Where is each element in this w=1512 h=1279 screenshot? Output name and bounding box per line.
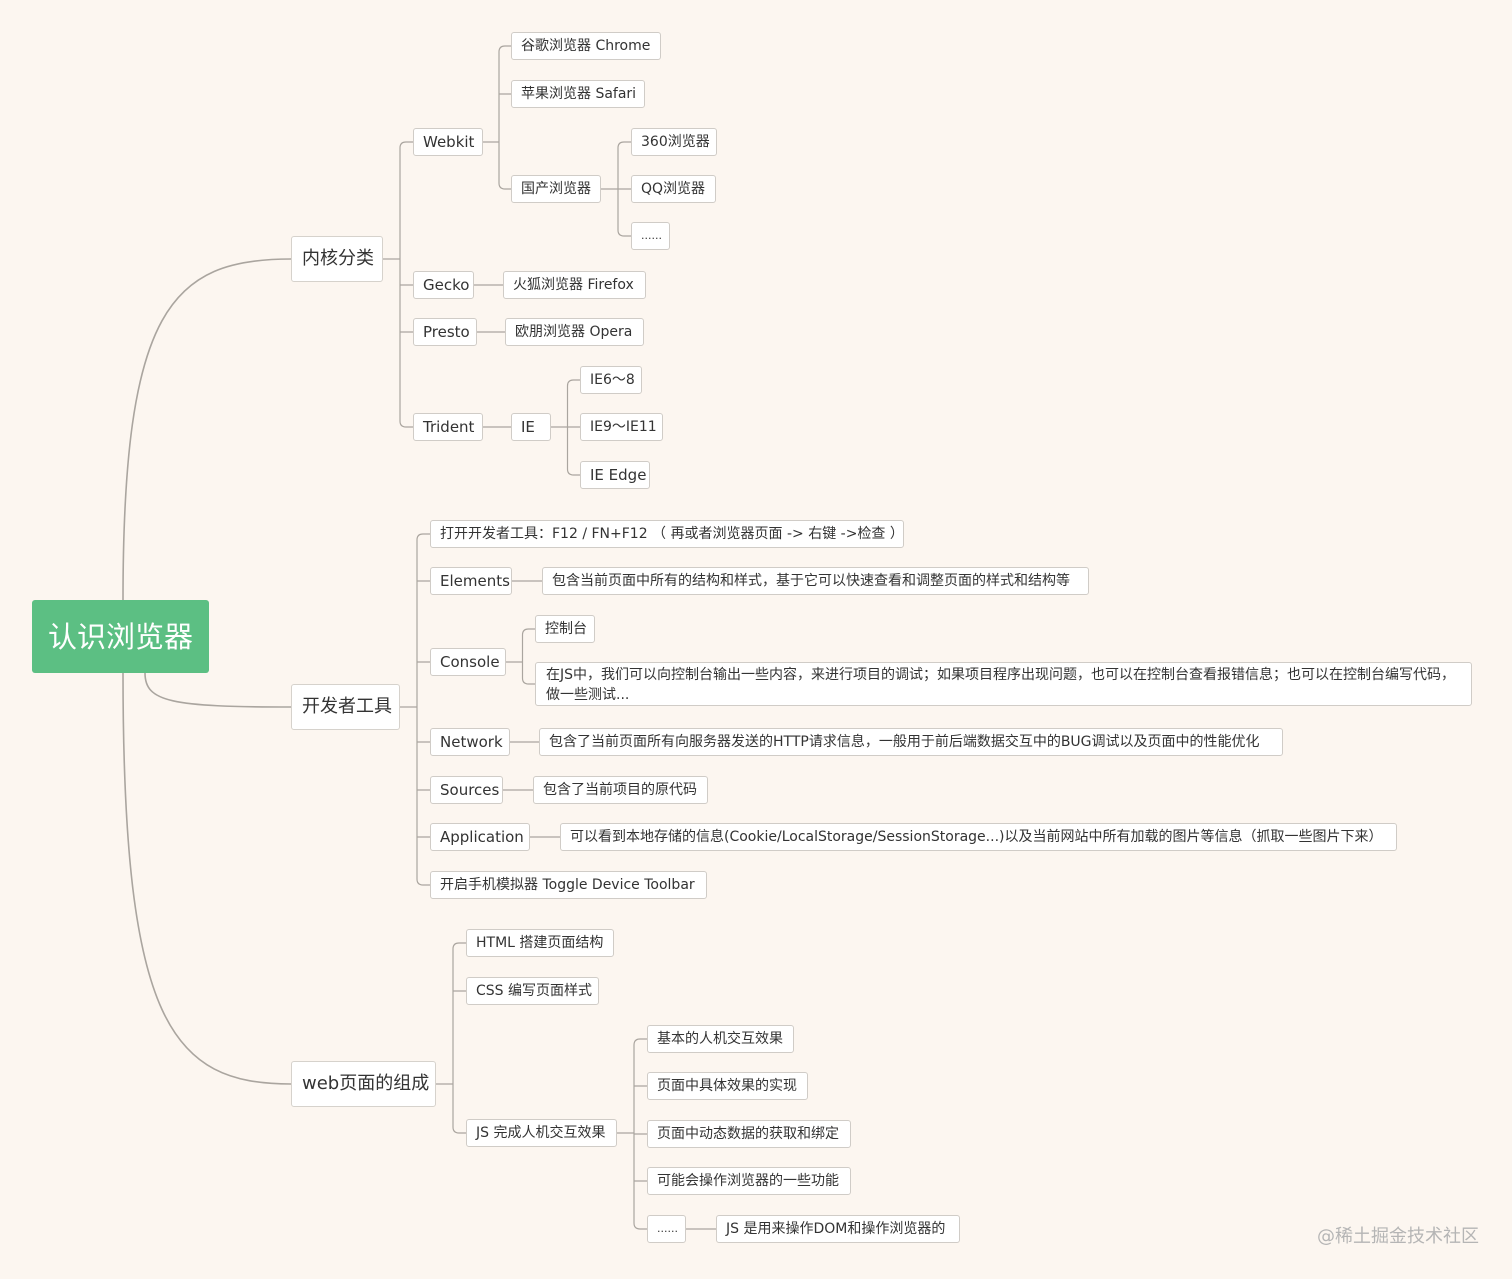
node-js-browser[interactable]: 可能会操作浏览器的一些功能 [647,1167,851,1195]
node-html[interactable]: HTML 搭建页面结构 [466,929,614,957]
node-chrome[interactable]: 谷歌浏览器 Chrome [511,32,661,60]
node-dots-2[interactable]: ...... [647,1215,686,1243]
node-kernel[interactable]: 内核分类 [291,236,383,282]
node-domestic[interactable]: 国产浏览器 [511,175,601,203]
node-devtools[interactable]: 开发者工具 [291,684,400,730]
node-safari[interactable]: 苹果浏览器 Safari [511,80,645,108]
node-js[interactable]: JS 完成人机交互效果 [466,1119,617,1147]
node-ie-edge[interactable]: IE Edge [580,461,650,489]
node-360[interactable]: 360浏览器 [631,128,717,156]
bracket-7 [400,533,430,886]
root-curve-1 [144,672,292,708]
node-js-dom[interactable]: JS 是用来操作DOM和操作浏览器的 [716,1215,960,1243]
node-qq[interactable]: QQ浏览器 [631,175,716,203]
node-opera[interactable]: 欧朋浏览器 Opera [505,318,644,346]
bracket-14 [617,1038,647,1230]
root-label: 认识浏览器 [47,619,193,654]
bracket-0 [383,141,413,428]
bracket-1 [483,45,511,190]
root-curve-0 [122,258,292,601]
node-web[interactable]: web页面的组成 [291,1061,436,1107]
node-js-data[interactable]: 页面中动态数据的获取和绑定 [647,1120,851,1148]
node-ie[interactable]: IE [511,413,551,441]
node-sources[interactable]: Sources [430,776,503,804]
bracket-6 [551,379,580,476]
node-firefox[interactable]: 火狐浏览器 Firefox [503,271,646,299]
bracket-9 [506,628,535,685]
node-trident[interactable]: Trident [413,413,483,441]
node-presto[interactable]: Presto [413,318,477,346]
bracket-2 [601,141,631,237]
node-ie9-11[interactable]: IE9～IE11 [580,413,663,441]
node-dots-1[interactable]: ...... [631,222,670,250]
node-gecko[interactable]: Gecko [413,271,474,299]
node-open-devtools[interactable]: 打开开发者工具：F12 / FN+F12 （ 再或者浏览器页面 -> 右键 ->… [430,520,904,548]
watermark: @稀土掘金技术社区 [1317,1226,1479,1247]
node-application[interactable]: Application [430,823,530,851]
root-curve-2 [122,672,292,1085]
node-elements-desc[interactable]: 包含当前页面中所有的结构和样式，基于它可以快速查看和调整页面的样式和结构等 [542,567,1089,595]
node-css[interactable]: CSS 编写页面样式 [466,977,599,1005]
node-js-effects[interactable]: 页面中具体效果的实现 [647,1072,808,1100]
node-sources-desc[interactable]: 包含了当前项目的原代码 [533,776,708,804]
node-elements[interactable]: Elements [430,567,512,595]
node-toggle-device[interactable]: 开启手机模拟器 Toggle Device Toolbar [430,871,707,899]
root-node[interactable]: 认识浏览器 [32,600,209,673]
node-network[interactable]: Network [430,728,510,756]
node-console[interactable]: Console [430,648,506,676]
node-network-desc[interactable]: 包含了当前页面所有向服务器发送的HTTP请求信息，一般用于前后端数据交互中的BU… [539,728,1283,756]
node-application-desc[interactable]: 可以看到本地存储的信息(Cookie/LocalStorage/SessionS… [560,823,1397,851]
node-js-basic[interactable]: 基本的人机交互效果 [647,1025,794,1053]
node-webkit[interactable]: Webkit [413,128,483,156]
node-ie6-8[interactable]: IE6～8 [580,366,642,394]
bracket-13 [436,942,466,1134]
node-console-tab[interactable]: 控制台 [535,615,595,643]
node-console-desc[interactable]: 在JS中，我们可以向控制台输出一些内容，来进行项目的调试；如果项目程序出现问题，… [535,662,1472,706]
